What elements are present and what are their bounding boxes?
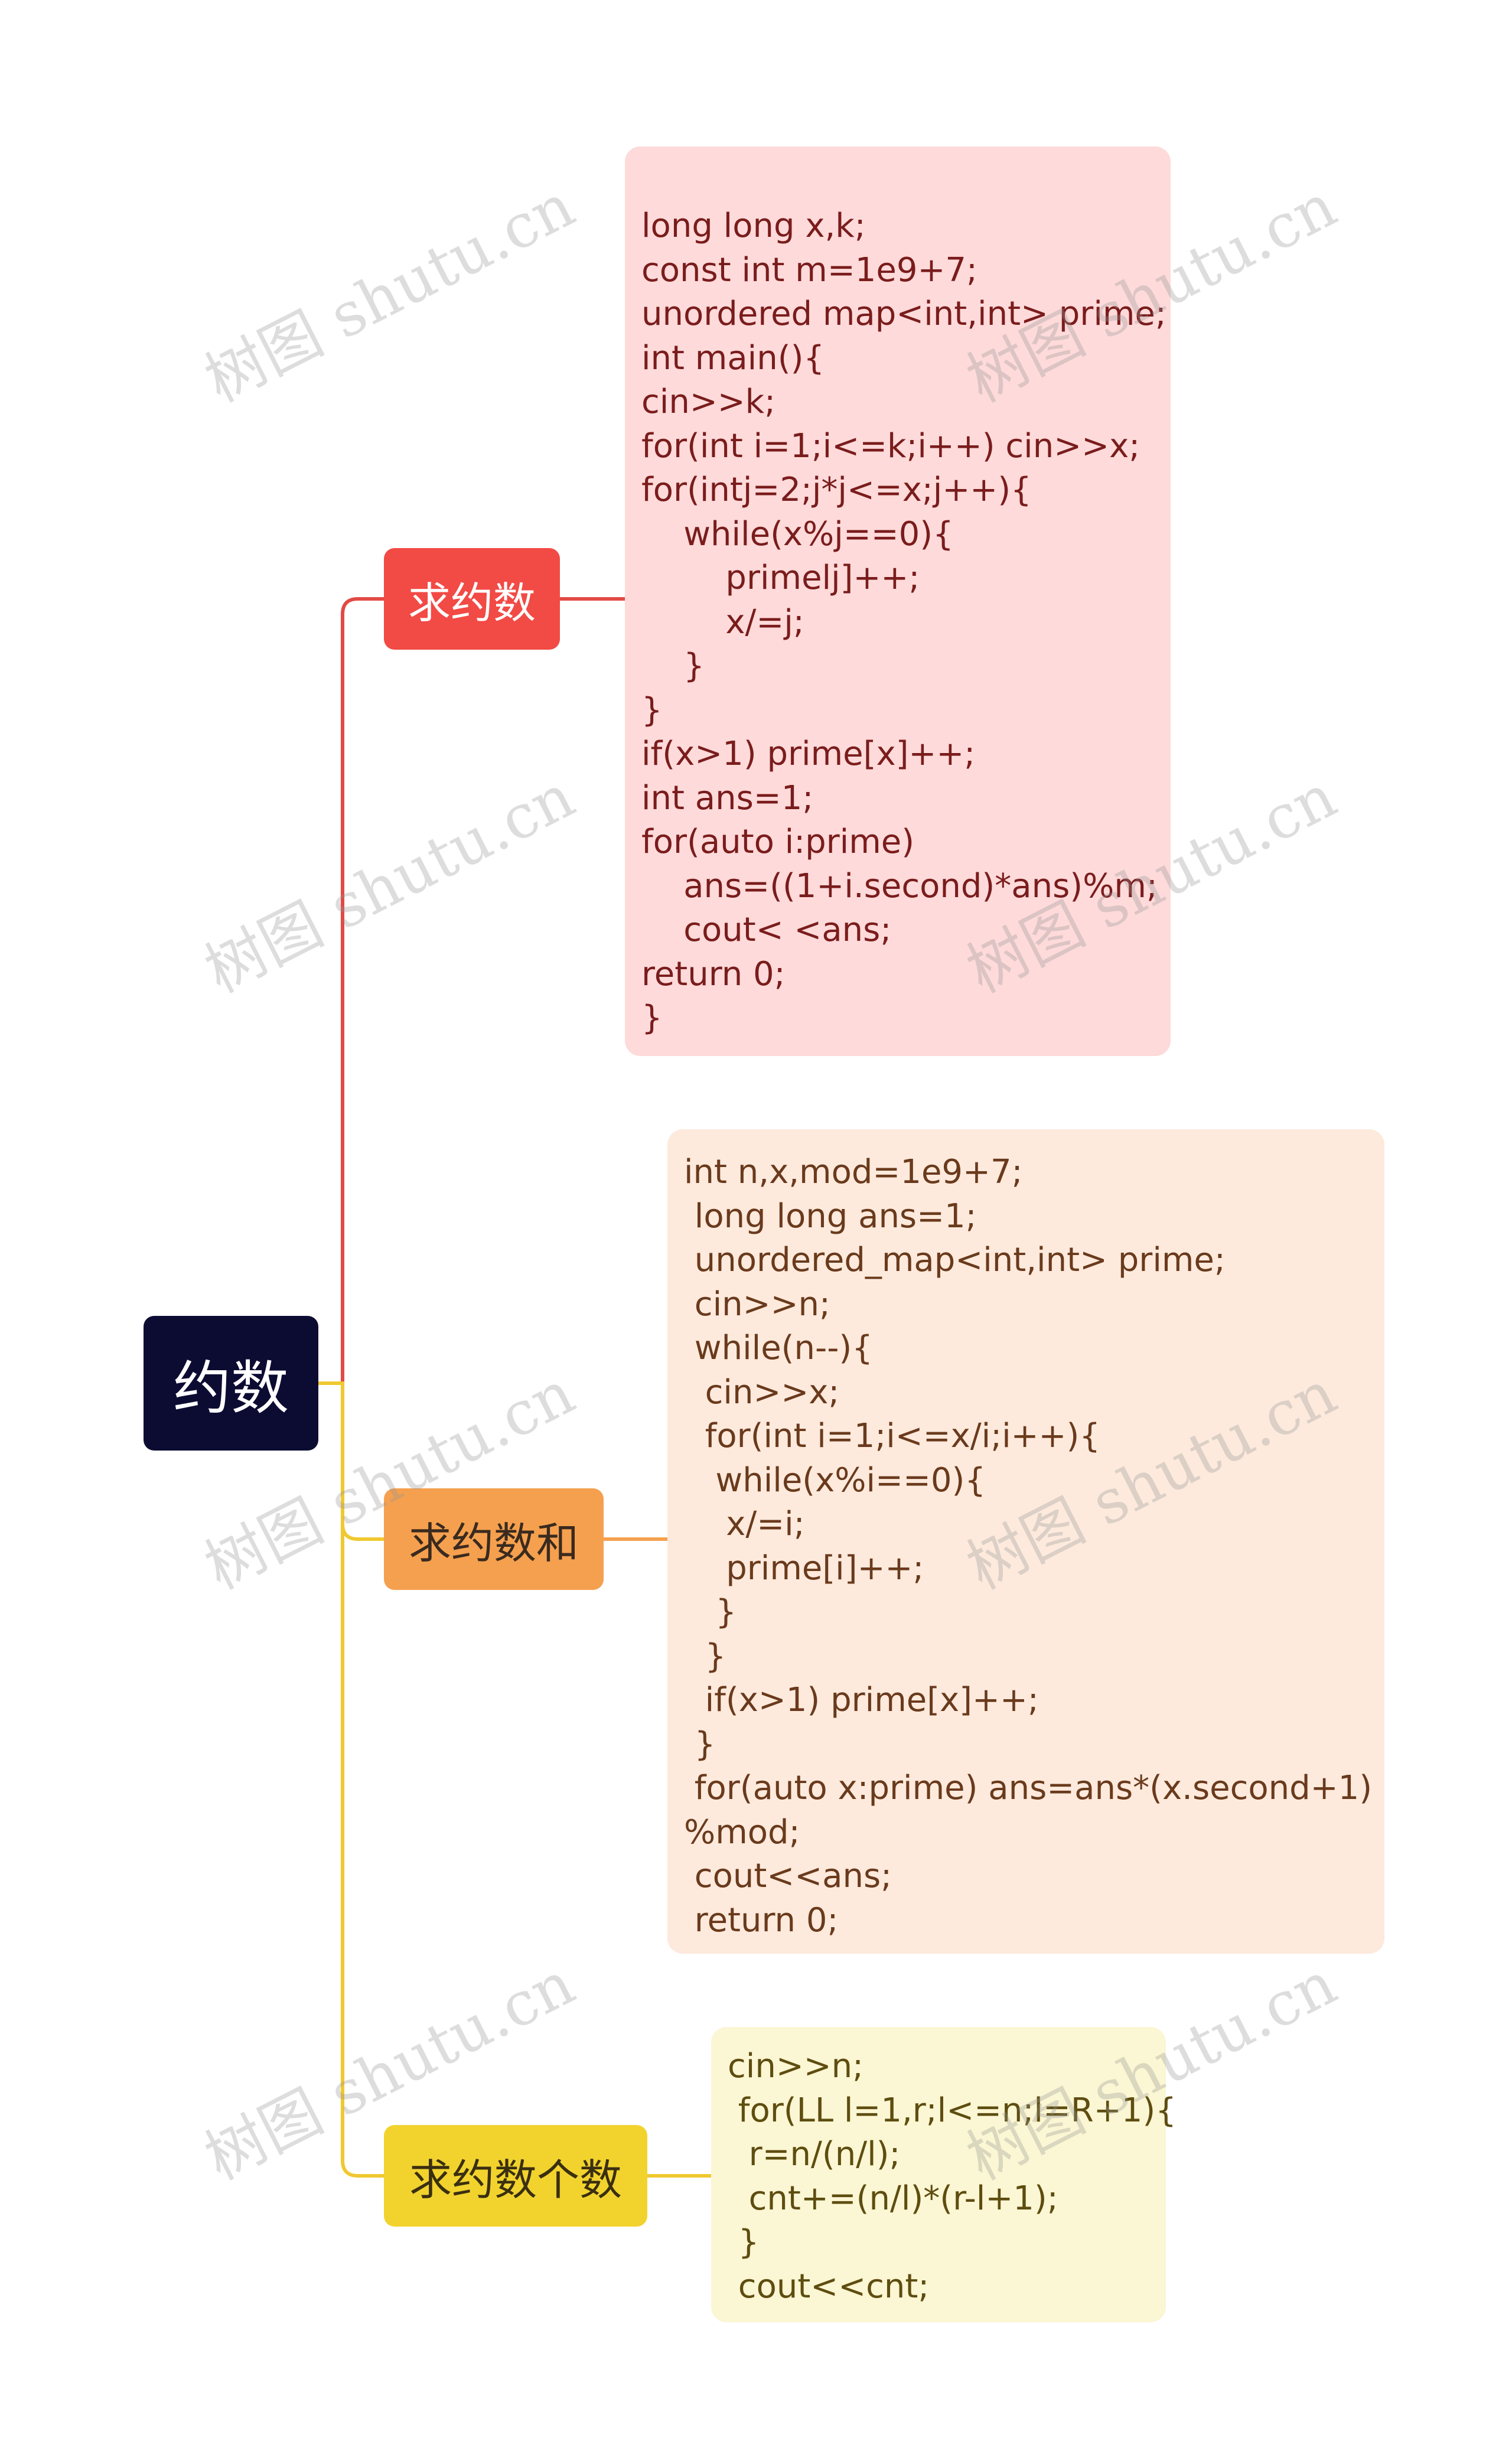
- code-note-divisor-count[interactable]: cin>>n; for(LL l=1,r;l<=n;l=R+1){ r=n/(n…: [711, 2027, 1177, 2322]
- root-topic[interactable]: 约数: [144, 1316, 318, 1451]
- branch-topic-divisor-count[interactable]: 求约数个数: [384, 2125, 647, 2227]
- branch-topic-divisor-sum[interactable]: 求约数和: [384, 1488, 604, 1590]
- connector-root-to-branch-1: [318, 597, 384, 1385]
- code-note-divisors[interactable]: long long x,k; const int m=1e9+7; unorde…: [625, 146, 1171, 1056]
- code-note-divisor-sum[interactable]: int n,x,mod=1e9+7; long long ans=1; unor…: [667, 1129, 1384, 1954]
- connector-root-to-branch-2: [318, 1381, 384, 1541]
- connector-root-to-branch-3: [341, 1524, 384, 2178]
- branch-topic-divisors[interactable]: 求约数: [384, 548, 560, 650]
